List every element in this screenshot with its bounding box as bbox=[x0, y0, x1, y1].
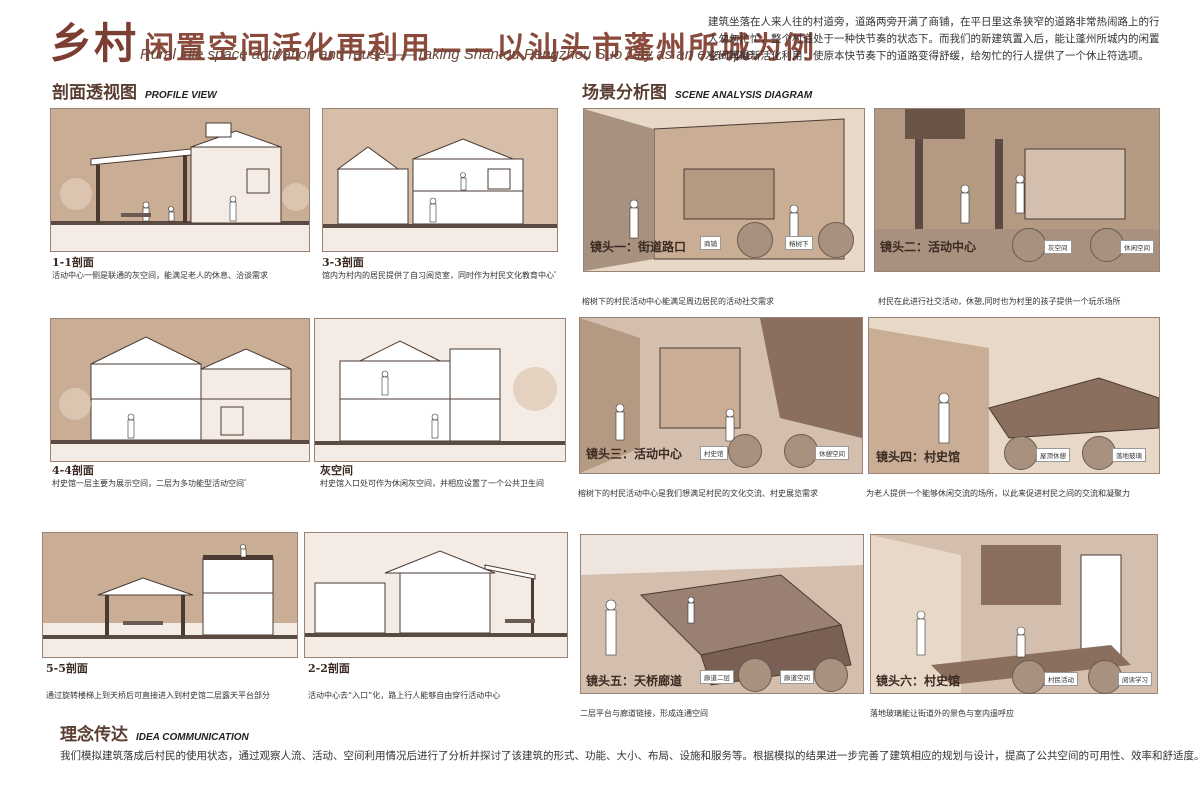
section-panel-1-1 bbox=[50, 108, 310, 252]
scene-panel-1 bbox=[583, 108, 865, 272]
callout-circle-5a bbox=[738, 658, 772, 692]
profile-title-en: PROFILE VIEW bbox=[145, 90, 217, 101]
callout-label-3a: 村史馆 bbox=[700, 446, 728, 460]
scene-drawing-1 bbox=[584, 109, 864, 271]
section-desc-4-4: 村史馆一层主要为展示空间，二层为多功能型活动空间゛ bbox=[52, 479, 252, 488]
section-title-4-4: 4-4剖面 bbox=[52, 464, 94, 477]
scene-title-en: SCENE ANALYSIS DIAGRAM bbox=[675, 90, 813, 101]
page-title-rest: 闲置空间活化再利用——以汕头市蓬州所城为例 bbox=[144, 31, 817, 66]
intro-text: 建筑坐落在人来人往的村道旁，道路两旁开满了商铺，在平日里这条狭窄的道路非常热闹路… bbox=[708, 16, 1160, 62]
callout-circle-4a bbox=[1004, 436, 1038, 470]
scene-desc-4: 为老人提供一个能够休闲交流的场所，以此来促进村民之间的交流和凝聚力 bbox=[866, 489, 1130, 498]
section-drawing-2-2 bbox=[305, 533, 567, 657]
callout-label-6b: 阅读学习 bbox=[1118, 672, 1152, 686]
callout-label-1b: 榕树下 bbox=[785, 236, 813, 250]
scene-desc-1: 榕树下的村民活动中心能满足周边居民的活动社交需求 bbox=[582, 297, 774, 306]
scene-label-4: 镜头四：村史馆 bbox=[876, 450, 961, 464]
scene-title-cn: 场景分析图 bbox=[582, 83, 667, 103]
scene-panel-5 bbox=[580, 534, 864, 694]
section-title-5-5: 5-5剖面 bbox=[46, 662, 88, 675]
section-drawing-5-5 bbox=[43, 544, 297, 657]
callout-label-2b: 休闲空间 bbox=[1120, 240, 1154, 254]
callout-label-5b: 廊道空间 bbox=[780, 670, 814, 684]
profile-section-title: 剖面透视图 PROFILE VIEW bbox=[52, 78, 217, 103]
callout-label-3b: 休憩空间 bbox=[815, 446, 849, 460]
scene-desc-5: 二层平台与廊道链接，形成连通空间 bbox=[580, 709, 708, 718]
callout-circle-6b bbox=[1088, 660, 1122, 694]
section-drawing-4-4 bbox=[51, 336, 309, 461]
callout-circle-6a bbox=[1012, 660, 1046, 694]
callout-circle-2a bbox=[1012, 228, 1046, 262]
scene-label-5: 镜头五：天桥廊道 bbox=[586, 674, 683, 688]
section-desc-3-3: 馆内为村内的居民提供了自习阅览室，同时作为村民文化教育中心゛ bbox=[322, 271, 562, 280]
callout-label-5a: 廊道二层 bbox=[700, 670, 734, 684]
scene-label-1: 镜头一：街道路口 bbox=[590, 240, 687, 254]
section-desc-1-1: 活动中心一侧是联通的灰空间，能满足老人的休息、洽谈需求 bbox=[52, 271, 268, 280]
section-desc-5-5: 通过旋转楼梯上到天桥后可直接进入到村史馆二层露天平台部分 bbox=[46, 691, 270, 700]
profile-title-cn: 剖面透视图 bbox=[52, 83, 137, 103]
callout-circle-3b bbox=[784, 434, 818, 468]
scene-desc-2: 村民在此进行社交活动，休憩,同时也为村里的孩子提供一个玩乐场所 bbox=[878, 297, 1121, 306]
callout-circle-4b bbox=[1082, 436, 1116, 470]
section-title-1-1: 1-1剖面 bbox=[52, 256, 94, 269]
section-title-3-3: 3-3剖面 bbox=[322, 256, 364, 269]
concept-section-title: 理念传达 IDEA COMMUNICATION bbox=[60, 720, 249, 745]
section-panel-grey-space bbox=[314, 318, 566, 462]
scene-section-title: 场景分析图 SCENE ANALYSIS DIAGRAM bbox=[582, 78, 812, 103]
page-title-main: 乡村 bbox=[50, 19, 139, 68]
callout-circle-1a bbox=[737, 222, 773, 258]
concept-title-en: IDEA COMMUNICATION bbox=[136, 732, 249, 743]
scene-desc-3: 榕树下的村民活动中心是我们想满足村民的文化交流、村史展览需求 bbox=[578, 489, 818, 498]
section-panel-5-5 bbox=[42, 532, 298, 658]
section-drawing-3-3 bbox=[323, 109, 557, 251]
section-panel-3-3 bbox=[322, 108, 558, 252]
section-drawing-grey-space bbox=[315, 319, 565, 461]
section-desc-2-2: 活动中心去“入口”化，路上行人能够自由穿行活动中心 bbox=[308, 691, 501, 700]
section-title-grey-space: 灰空间 bbox=[320, 464, 353, 477]
callout-label-2a: 灰空间 bbox=[1044, 240, 1072, 254]
callout-circle-3a bbox=[728, 434, 762, 468]
callout-label-4b: 落地玻璃 bbox=[1112, 448, 1146, 462]
section-desc-grey-space: 村史馆入口处可作为休闲灰空间，并相应设置了一个公共卫生间 bbox=[320, 479, 544, 488]
callout-label-4a: 屋顶休憩 bbox=[1036, 448, 1070, 462]
callout-label-6a: 村民活动 bbox=[1044, 672, 1078, 686]
callout-circle-1b bbox=[818, 222, 854, 258]
page-subtitle-en: Rural idle space activation and reuse——T… bbox=[140, 46, 754, 63]
section-title-2-2: 2-2剖面 bbox=[308, 662, 350, 675]
concept-text: 我们模拟建筑落成后村民的使用状态，通过观察人流、活动、空间利用情况后进行了分析并… bbox=[60, 750, 1200, 762]
callout-label-1a: 商铺 bbox=[700, 236, 721, 250]
section-panel-4-4 bbox=[50, 318, 310, 462]
callout-circle-2b bbox=[1090, 228, 1124, 262]
concept-title-cn: 理念传达 bbox=[60, 725, 128, 745]
scene-label-6: 镜头六：村史馆 bbox=[876, 674, 961, 688]
page-title: 乡村闲置空间活化再利用——以汕头市蓬州所城为例 bbox=[50, 10, 816, 71]
scene-drawing-3 bbox=[580, 318, 862, 473]
scene-desc-6: 落地玻璃能让街道外的景色与室内遥呼应 bbox=[870, 709, 1014, 718]
scene-label-3: 镜头三：活动中心 bbox=[586, 447, 683, 461]
section-panel-2-2 bbox=[304, 532, 568, 658]
callout-circle-5b bbox=[814, 658, 848, 692]
section-drawing-1-1 bbox=[51, 122, 309, 251]
scene-label-2: 镜头二：活动中心 bbox=[880, 240, 977, 254]
